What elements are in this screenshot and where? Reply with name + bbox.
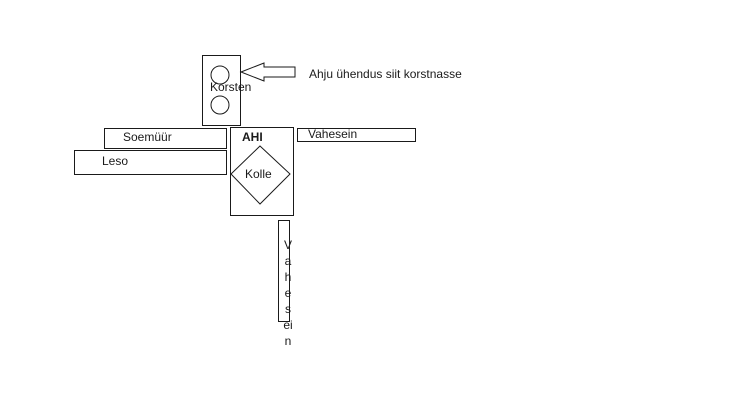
chimney-box [202, 55, 241, 126]
wall-leso [74, 150, 227, 175]
partition-vertical-letter: s [285, 302, 291, 316]
chimney-flue-bottom [210, 95, 230, 115]
wall-soemuur [104, 128, 227, 149]
chimney-label: Korsten [210, 80, 252, 94]
boiler-diamond [230, 145, 291, 205]
partition-vertical-letter: n [284, 334, 292, 348]
boiler-label: Kolle [245, 167, 272, 181]
partition-vertical-letter: e [284, 286, 292, 300]
partition-right [297, 128, 416, 142]
partition-vertical [278, 220, 290, 322]
wall-leso-label: Leso [102, 154, 129, 168]
partition-vertical-letter: a [284, 254, 292, 268]
wall-soemuur-label: Soemüür [123, 130, 172, 144]
stove-label: AHI [242, 130, 263, 144]
partition-vertical-letter: V [283, 238, 292, 252]
connection-arrow [239, 62, 296, 82]
arrow-note: Ahju ühendus siit korstnasse [309, 67, 462, 81]
partition-vertical-letter: ei [283, 318, 293, 332]
partition-right-label: Vahesein [308, 127, 358, 141]
stove-box [230, 127, 294, 216]
chimney-flue-top [210, 65, 230, 85]
partition-vertical-letter: h [284, 270, 292, 284]
